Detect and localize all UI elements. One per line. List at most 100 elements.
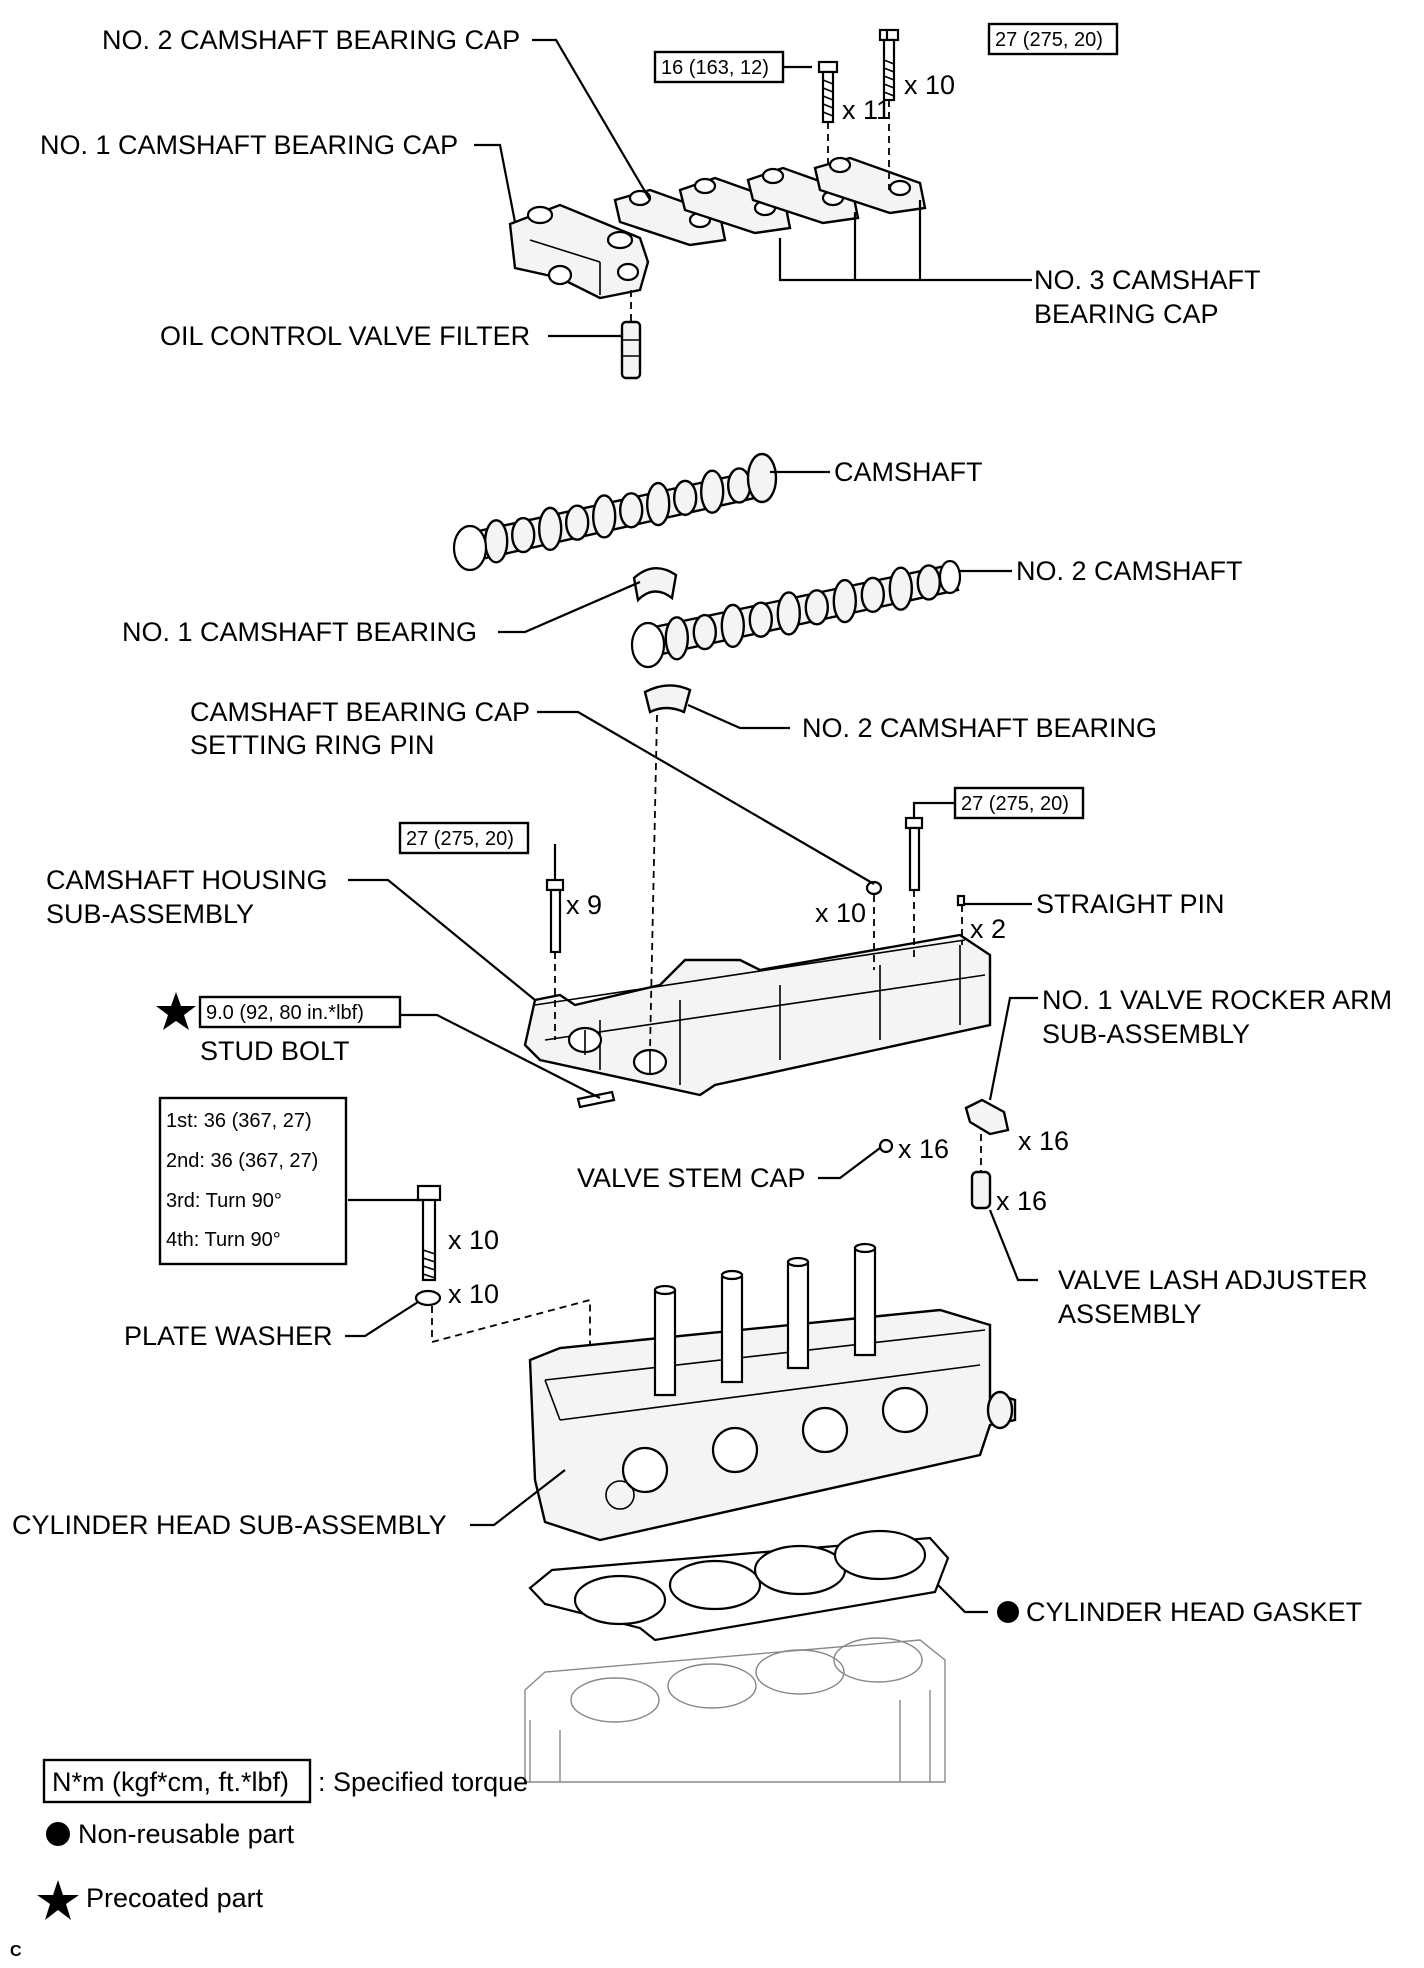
label-straight-pin: STRAIGHT PIN (1036, 889, 1225, 919)
label-camshaft-housing-line2: SUB-ASSEMBLY (46, 899, 254, 929)
cam-lobe (888, 566, 913, 611)
torque-housing-left: 27 (275, 20) (406, 828, 514, 850)
non-reusable-dot-icon (997, 1601, 1019, 1623)
label-lash-adjuster-line1: VALVE LASH ADJUSTER (1058, 1265, 1368, 1295)
cam-lobe (748, 601, 773, 638)
qty-cap-bolt-long: x 10 (904, 70, 955, 100)
label-cylinder-head-gasket: CYLINDER HEAD GASKET (1026, 1597, 1362, 1627)
cap-bolt-short-drawing (817, 60, 839, 124)
cam-lobe (727, 467, 752, 504)
torque-box-housing-left (398, 821, 530, 855)
legend-non-reusable-dot-icon (46, 1822, 70, 1846)
label-no1-camshaft-bearing-cap: NO. 1 CAMSHAFT BEARING CAP (40, 130, 458, 160)
label-valve-stem-cap: VALVE STEM CAP (577, 1163, 806, 1193)
housing-bolt-right-drawing (904, 816, 924, 892)
cam-lobe (484, 519, 509, 564)
qty-housing-bolt-left: x 9 (566, 890, 602, 920)
cam-lobe (664, 616, 689, 661)
cam-lobe (646, 481, 671, 527)
head-bolt-step-1: 1st: 36 (367, 27) (166, 1110, 312, 1132)
housing-bolt-left-drawing (545, 878, 565, 954)
head-bolt-step-2: 2nd: 36 (367, 27) (166, 1150, 318, 1172)
torque-box-housing-right (953, 786, 1085, 820)
qty-cap-bolt-short: x 11 (842, 95, 891, 125)
qty-rocker-arm: x 16 (1018, 1126, 1069, 1156)
no2-camshaft-bearing-cap-drawing (613, 188, 727, 247)
cam-lobe (776, 591, 801, 636)
cam-lobe (692, 613, 717, 651)
label-rocker-arm-line2: SUB-ASSEMBLY (1042, 1019, 1250, 1049)
cam-lobe (565, 504, 590, 541)
leader-lines (345, 30, 1038, 1614)
torque-box-cap-small (653, 50, 785, 84)
label-stud-bolt: STUD BOLT (200, 1036, 350, 1066)
qty-head-bolt: x 10 (448, 1225, 499, 1255)
head-bolt-step-3: 3rd: Turn 90° (166, 1190, 282, 1212)
torque-cap-small: 16 (163, 12) (661, 57, 769, 79)
rocker-arm-drawing (964, 1098, 1010, 1136)
torque-cap-large: 27 (275, 20) (995, 29, 1103, 51)
dash-guide (649, 714, 658, 1051)
stud-bolt-drawing (576, 1090, 616, 1109)
torque-box-stud-bolt (198, 995, 402, 1029)
torque-box-cap-large (987, 22, 1119, 56)
cam-lobe (511, 516, 536, 554)
ring-pin-drawing (865, 880, 883, 896)
label-camshaft: CAMSHAFT (834, 457, 983, 487)
qty-straight-pin: x 2 (970, 914, 1006, 944)
precoated-star-icon (156, 992, 196, 1030)
legend-precoated: Precoated part (86, 1883, 264, 1913)
label-no3-camshaft-bearing-cap-line1: NO. 3 CAMSHAFT (1034, 265, 1261, 295)
head-bolt-drawing (416, 1184, 442, 1282)
no1-camshaft-bearing-drawing (632, 567, 678, 603)
qty-lash-adjuster: x 16 (996, 1186, 1047, 1216)
no1-camshaft-bearing-cap-drawing (508, 203, 650, 300)
lash-adjuster-drawing (970, 1170, 992, 1210)
cam-lobe (832, 578, 857, 624)
dash-guide (431, 1298, 591, 1370)
plate-washer-drawing (414, 1289, 442, 1307)
straight-pin-drawing (956, 894, 966, 907)
cam-lobe (538, 506, 563, 552)
valve-stem-cap-drawing (878, 1138, 894, 1154)
cam-lobe (804, 589, 829, 626)
legend-non-reusable: Non-reusable part (78, 1819, 295, 1849)
label-cylinder-head: CYLINDER HEAD SUB-ASSEMBLY (12, 1510, 447, 1540)
engine-block-drawing (524, 1637, 946, 1783)
label-oil-control-valve-filter: OIL CONTROL VALVE FILTER (160, 321, 530, 351)
camshaft-housing-drawing (523, 933, 992, 1097)
label-lash-adjuster-line2: ASSEMBLY (1058, 1299, 1202, 1329)
no3-camshaft-bearing-cap-drawing-3 (813, 156, 927, 215)
qty-valve-stem-cap: x 16 (898, 1134, 949, 1164)
no2-camshaft-drawing (630, 559, 962, 669)
corner-mark: C (10, 1943, 22, 1960)
label-ring-pin-line2: SETTING RING PIN (190, 730, 435, 760)
label-no3-camshaft-bearing-cap-line2: BEARING CAP (1034, 299, 1219, 329)
label-no2-camshaft-bearing: NO. 2 CAMSHAFT BEARING (802, 713, 1157, 743)
torque-stud-bolt: 9.0 (92, 80 in.*lbf) (206, 1002, 364, 1024)
cam-lobe (916, 564, 941, 601)
label-no2-camshaft: NO. 2 CAMSHAFT (1016, 556, 1243, 586)
cap-bolt-long-drawing (878, 28, 900, 102)
torque-housing-right: 27 (275, 20) (961, 793, 1069, 815)
label-plate-washer: PLATE WASHER (124, 1321, 333, 1351)
label-no2-camshaft-bearing-cap: NO. 2 CAMSHAFT BEARING CAP (102, 25, 520, 55)
qty-plate-washer: x 10 (448, 1279, 499, 1309)
cam-lobe (860, 576, 885, 614)
cam-lobe (700, 469, 725, 514)
label-ring-pin-line1: CAMSHAFT BEARING CAP (190, 697, 530, 727)
label-camshaft-housing-line1: CAMSHAFT HOUSING (46, 865, 328, 895)
legend-precoated-star-icon (37, 1880, 79, 1920)
cam-lobe (592, 494, 617, 539)
no3-camshaft-bearing-cap-drawing-2 (746, 166, 860, 225)
head-bolt-step-4: 4th: Turn 90° (166, 1229, 281, 1251)
legend-torque-box (42, 1758, 312, 1804)
cylinder-head-drawing (528, 1242, 1017, 1542)
legend: N*m (kgf*cm, ft.*lbf) : Specified torque… (37, 1758, 528, 1920)
qty-ring-pin: x 10 (815, 898, 866, 928)
cam-lobe (619, 492, 644, 529)
cam-lobe (673, 479, 698, 517)
label-rocker-arm-line1: NO. 1 VALVE ROCKER ARM (1042, 985, 1392, 1015)
